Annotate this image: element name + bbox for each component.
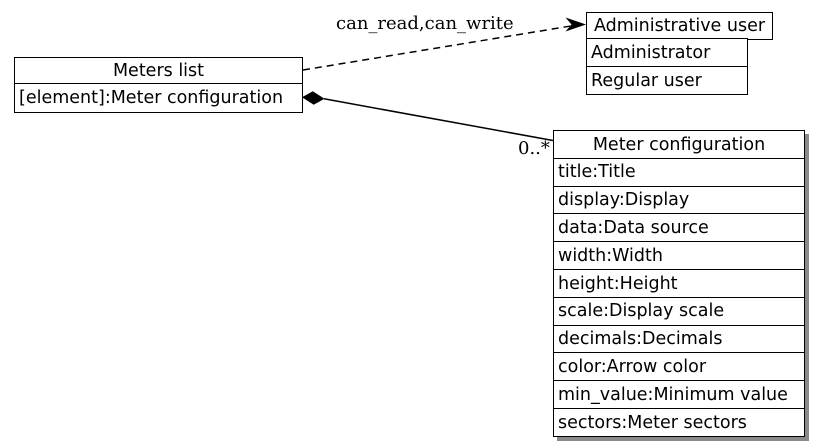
arrowhead-icon bbox=[565, 17, 586, 32]
node-meter-configuration-attribute: width:Width bbox=[553, 241, 805, 271]
permission-edge-line bbox=[302, 25, 573, 71]
composition-multiplicity-label: 0..* bbox=[518, 138, 550, 159]
node-meter-configuration-attribute: sectors:Meter sectors bbox=[553, 407, 805, 438]
node-meter-configuration-attribute: title:Title bbox=[553, 157, 805, 188]
node-meter-configuration-attribute: data:Data source bbox=[553, 213, 805, 243]
node-meter-configuration-title: Meter configuration bbox=[553, 130, 805, 160]
node-administrative-user-title: Administrative user bbox=[586, 12, 773, 40]
node-meter-configuration-attribute: display:Display bbox=[553, 185, 805, 215]
node-meter-configuration-attribute: min_value:Minimum value bbox=[553, 380, 805, 410]
node-meter-configuration-attribute: decimals:Decimals bbox=[553, 324, 805, 354]
node-meters-list-attribute: [element]:Meter configuration bbox=[14, 83, 303, 113]
node-meter-configuration-attribute: scale:Display scale bbox=[553, 296, 805, 327]
node-administrative-user-attribute: Regular user bbox=[586, 65, 748, 96]
composition-diamond-icon bbox=[302, 91, 325, 105]
node-meter-configuration-attribute: color:Arrow color bbox=[553, 352, 805, 382]
node-meters-list: Meters list [element]:Meter configuratio… bbox=[14, 57, 303, 113]
permission-edge-label: can_read,can_write bbox=[336, 13, 514, 34]
node-meters-list-title: Meters list bbox=[14, 57, 303, 85]
node-administrative-user-attribute: Administrator bbox=[586, 37, 748, 68]
composition-edge-line bbox=[323, 98, 554, 142]
node-administrative-user: Administrative user Administrator Regula… bbox=[586, 12, 773, 96]
node-meter-configuration-attribute: height:Height bbox=[553, 268, 805, 299]
node-meter-configuration: Meter configuration title:Title display:… bbox=[553, 130, 805, 438]
